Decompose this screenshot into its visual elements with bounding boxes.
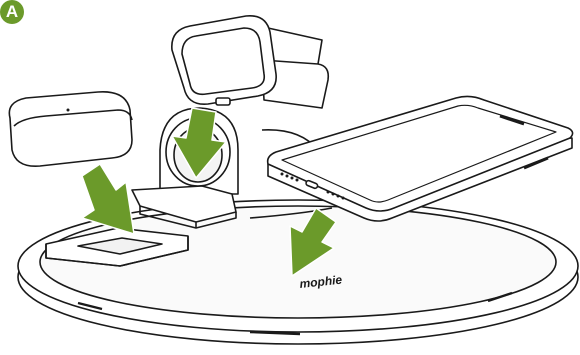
earbuds-case-icon: [9, 92, 132, 166]
watch-icon: [172, 16, 328, 108]
